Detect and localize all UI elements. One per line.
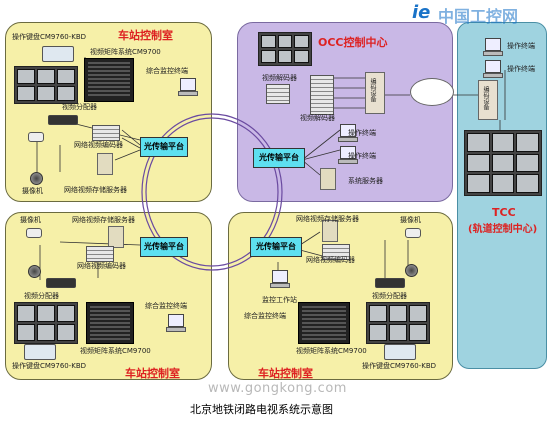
optical-ring-inner xyxy=(145,117,279,267)
br-matrix-label: 视频矩阵系统CM9700 xyxy=(296,347,367,355)
bl-splitter-icon xyxy=(46,278,76,288)
tl-matrix-label: 视频矩阵系统CM9700 xyxy=(90,48,161,56)
br-storage-label: 网络视频存储服务器 xyxy=(296,215,359,223)
br-camera-icon xyxy=(405,228,421,238)
tl-encoder-label: 网络视频编码器 xyxy=(74,141,123,149)
bl-dome-camera-icon xyxy=(28,265,41,278)
tl-camera-icon-1 xyxy=(28,132,44,142)
br-splitter-icon xyxy=(375,278,405,288)
occ-encoding-label: 编码设备 xyxy=(369,78,376,102)
network-cloud xyxy=(410,78,454,106)
occ-terminal1-icon xyxy=(338,124,358,142)
br-camera-label: 摄像机 xyxy=(400,216,421,224)
occ-server-icon xyxy=(320,168,336,190)
br-monitor-station-icon xyxy=(270,270,290,288)
logo-mark-icon: ie xyxy=(412,2,431,23)
occ-server-label: 系统服务器 xyxy=(348,177,383,185)
tcc-terminal2-icon xyxy=(483,60,503,78)
bl-encoder-icon xyxy=(86,246,114,262)
tl-encoder-icon xyxy=(92,125,120,141)
tl-dome-camera-icon xyxy=(30,172,43,185)
zone-title-bottom-right: 车站控制室 xyxy=(258,367,313,380)
optic-platform-bottom-left: 光传输平台 xyxy=(140,237,188,257)
tl-monitor-wall-icon xyxy=(14,66,78,104)
occ-terminal2-label: 操作终端 xyxy=(348,152,376,160)
br-monitor-terminal-label: 综合监控终端 xyxy=(244,312,286,320)
zone-subtitle-tcc: (轨道控制中心) xyxy=(468,224,538,235)
bl-storage-icon xyxy=(108,226,124,248)
occ-encoding-icon xyxy=(365,72,385,114)
tl-matrix-rack-icon xyxy=(84,58,134,102)
watermark-text: www.gongkong.com xyxy=(208,381,347,396)
bl-monitor-terminal-icon xyxy=(166,314,186,332)
bl-keyboard-icon xyxy=(24,344,56,360)
bl-matrix-rack-icon xyxy=(86,302,134,344)
tl-storage-icon xyxy=(97,153,113,175)
zone-title-bottom-left: 车站控制室 xyxy=(125,367,180,380)
tcc-encoding-label: 编码设备 xyxy=(482,86,489,110)
occ-terminal2-icon xyxy=(338,146,358,164)
bl-matrix-label: 视频矩阵系统CM9700 xyxy=(80,347,151,355)
bl-monitor-wall-icon xyxy=(14,302,78,344)
zone-title-occ: OCC控制中心 xyxy=(318,36,388,49)
occ-decoder2-icon xyxy=(310,75,334,115)
tl-splitter-label: 视频分配器 xyxy=(62,103,97,111)
diagram-caption: 北京地铁闭路电视系统示意图 xyxy=(190,403,333,416)
br-encoder-icon xyxy=(322,244,350,260)
bl-camera-icon xyxy=(26,228,42,238)
tl-monitor-terminal-label: 综合监控终端 xyxy=(146,67,188,75)
br-dome-camera-icon xyxy=(405,264,418,277)
br-splitter-label: 视频分配器 xyxy=(372,292,407,300)
br-matrix-rack-icon xyxy=(298,302,350,344)
tl-camera-label: 摄像机 xyxy=(22,187,43,195)
logo-text: 中国工控网 xyxy=(438,7,519,26)
tcc-terminal1-label: 操作终端 xyxy=(507,42,535,50)
optic-platform-occ: 光传输平台 xyxy=(253,148,305,168)
zone-title-top-left: 车站控制室 xyxy=(118,29,173,42)
occ-decoder1-label: 视频解码器 xyxy=(262,74,297,82)
tcc-monitor-wall-icon xyxy=(464,130,542,196)
br-monitor-station-label: 监控工作站 xyxy=(262,296,297,304)
occ-terminal1-label: 操作终端 xyxy=(348,129,376,137)
bl-storage-label: 网络视频存储服务器 xyxy=(72,216,135,224)
tl-keyboard-icon xyxy=(42,46,74,62)
br-storage-icon xyxy=(322,220,338,242)
tcc-encoding-icon xyxy=(478,80,498,120)
bl-keyboard-label: 操作键盘CM9760-KBD xyxy=(12,362,87,370)
zone-title-tcc: TCC xyxy=(492,206,516,219)
tl-storage-label: 网络视频存储服务器 xyxy=(64,186,127,194)
br-encoder-label: 网络视频编码器 xyxy=(306,256,355,264)
occ-decoder2-label: 视频解码器 xyxy=(300,114,335,122)
tl-splitter-icon xyxy=(48,115,78,125)
bl-camera-label: 摄像机 xyxy=(20,216,41,224)
tl-keyboard-label: 操作键盘CM9760-KBD xyxy=(12,33,87,41)
bl-encoder-label: 网络视频编码器 xyxy=(77,262,126,270)
tcc-terminal2-label: 操作终端 xyxy=(507,65,535,73)
tl-monitor-terminal-icon xyxy=(178,78,198,96)
br-keyboard-icon xyxy=(384,344,416,360)
site-logo: ie 中国工控网 xyxy=(412,2,548,26)
occ-monitor-wall-icon xyxy=(258,32,312,66)
br-monitor-wall-icon xyxy=(366,302,430,344)
optic-platform-bottom-right: 光传输平台 xyxy=(250,237,302,257)
optic-platform-top-left: 光传输平台 xyxy=(140,137,188,157)
bl-splitter-label: 视频分配器 xyxy=(24,292,59,300)
occ-decoder1-icon xyxy=(266,84,290,104)
br-keyboard-label: 操作键盘CM9760-KBD xyxy=(362,362,437,370)
bl-monitor-terminal-label: 综合监控终端 xyxy=(145,302,187,310)
optical-ring-outer xyxy=(141,113,283,271)
tcc-terminal1-icon xyxy=(483,38,503,56)
